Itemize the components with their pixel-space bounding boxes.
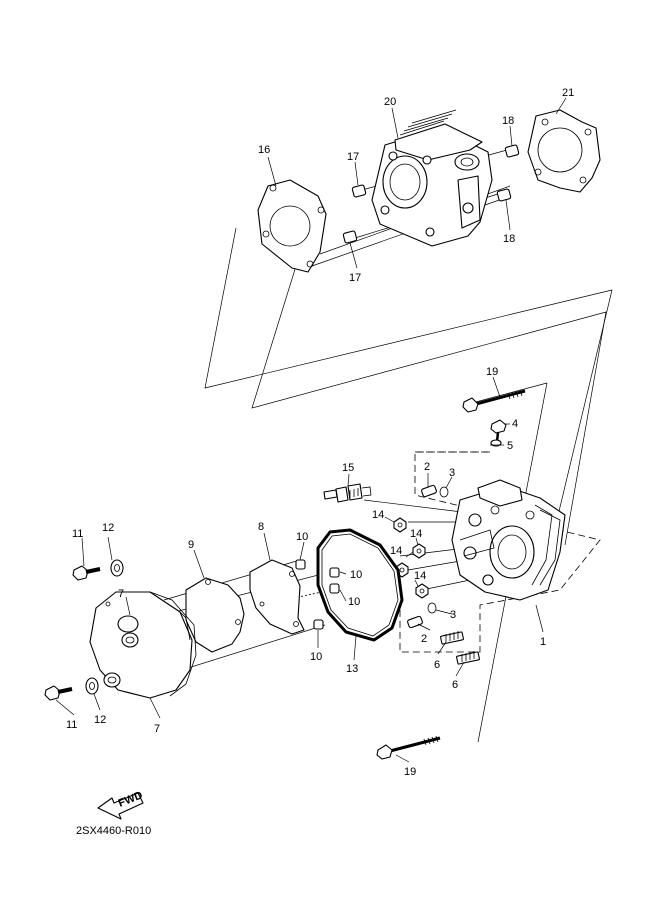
- plate-9: [185, 577, 245, 653]
- cylinder-head: [451, 479, 566, 601]
- nut-14a: [393, 517, 407, 533]
- bolt-10d: [313, 619, 324, 630]
- callout-10b: 10: [350, 569, 362, 581]
- callout-18a: 18: [502, 115, 514, 127]
- callout-14b: 14: [410, 528, 422, 540]
- washer-5: [490, 439, 502, 447]
- forward-direction-arrow: FWD: [97, 789, 144, 820]
- stud-bolt-6a: [440, 631, 464, 645]
- callout-17b: 17: [349, 272, 361, 284]
- nut-14b: [412, 543, 426, 559]
- bolt-4: [490, 419, 507, 443]
- callout-10c: 10: [348, 596, 360, 608]
- callout-18b: 18: [503, 233, 515, 245]
- callout-3a: 3: [449, 467, 455, 479]
- cylinder-block: [371, 109, 493, 247]
- callout-4: 4: [512, 418, 518, 430]
- washer-12b: [85, 677, 99, 695]
- bolt-11b: [44, 685, 73, 701]
- circlip-3a: [439, 486, 449, 498]
- callout-19a: 19: [486, 366, 498, 378]
- cylinder-head-cover: [89, 591, 197, 699]
- callout-7b: 7: [154, 723, 160, 735]
- cylinder-base-gasket: [257, 179, 327, 273]
- dowel-pin-18b: [496, 188, 512, 202]
- callout-16: 16: [258, 144, 270, 156]
- callout-11b: 11: [66, 719, 77, 731]
- callout-3b: 3: [450, 609, 456, 621]
- callout-21: 21: [562, 87, 574, 99]
- callout-14c: 14: [390, 545, 402, 557]
- bolt-11a: [72, 565, 101, 581]
- callout-9: 9: [188, 539, 194, 551]
- stud-bolt-lower: [376, 735, 441, 760]
- spark-plug: [323, 483, 372, 503]
- callout-10a: 10: [296, 531, 308, 543]
- valve-guide-2b: [407, 615, 423, 629]
- stud-bolt-upper: [462, 389, 526, 413]
- nut-14d: [415, 583, 429, 599]
- plate-8: [249, 559, 305, 635]
- valve-guide-2a: [421, 484, 437, 498]
- circlip-3b: [427, 602, 437, 614]
- cylinder-head-kit-outline: [399, 451, 601, 653]
- callout-6b: 6: [452, 679, 458, 691]
- bolt-10b: [329, 567, 340, 578]
- diagram-code: 2SX4460-R010: [76, 825, 151, 837]
- callout-13: 13: [346, 663, 358, 675]
- callout-2b: 2: [421, 633, 427, 645]
- callout-7a: 7: [118, 588, 124, 600]
- bolt-10c: [329, 583, 340, 594]
- bolt-10a: [295, 559, 306, 570]
- callout-20: 20: [384, 96, 396, 108]
- washer-12a: [110, 559, 124, 577]
- callout-19b: 19: [404, 766, 416, 778]
- callout-14d: 14: [414, 570, 426, 582]
- callout-12a: 12: [102, 522, 114, 534]
- callout-5: 5: [507, 440, 513, 452]
- dowel-pin-18a: [504, 144, 520, 158]
- stud-bolt-6b: [456, 651, 480, 665]
- callout-14a: 14: [372, 509, 384, 521]
- head-cover-gasket: [316, 528, 404, 642]
- callout-labels: 1 2 2 3 3 4 5 6 6 7 7 8 9 10 10 10 10 11…: [66, 87, 574, 778]
- dowel-pin-17a: [351, 184, 367, 198]
- callout-12b: 12: [94, 714, 106, 726]
- callout-6a: 6: [434, 659, 440, 671]
- callout-17a: 17: [347, 151, 359, 163]
- cylinder-head-gasket: [527, 109, 601, 193]
- callout-1: 1: [540, 636, 546, 648]
- callout-15: 15: [342, 462, 354, 474]
- callout-10d: 10: [310, 651, 322, 663]
- assembly-guide-lines: [117, 149, 613, 743]
- dowel-pin-17b: [342, 230, 358, 244]
- callout-8: 8: [258, 521, 264, 533]
- callout-2a: 2: [424, 461, 430, 473]
- callout-11a: 11: [72, 528, 83, 540]
- callout-leaders: [55, 97, 567, 763]
